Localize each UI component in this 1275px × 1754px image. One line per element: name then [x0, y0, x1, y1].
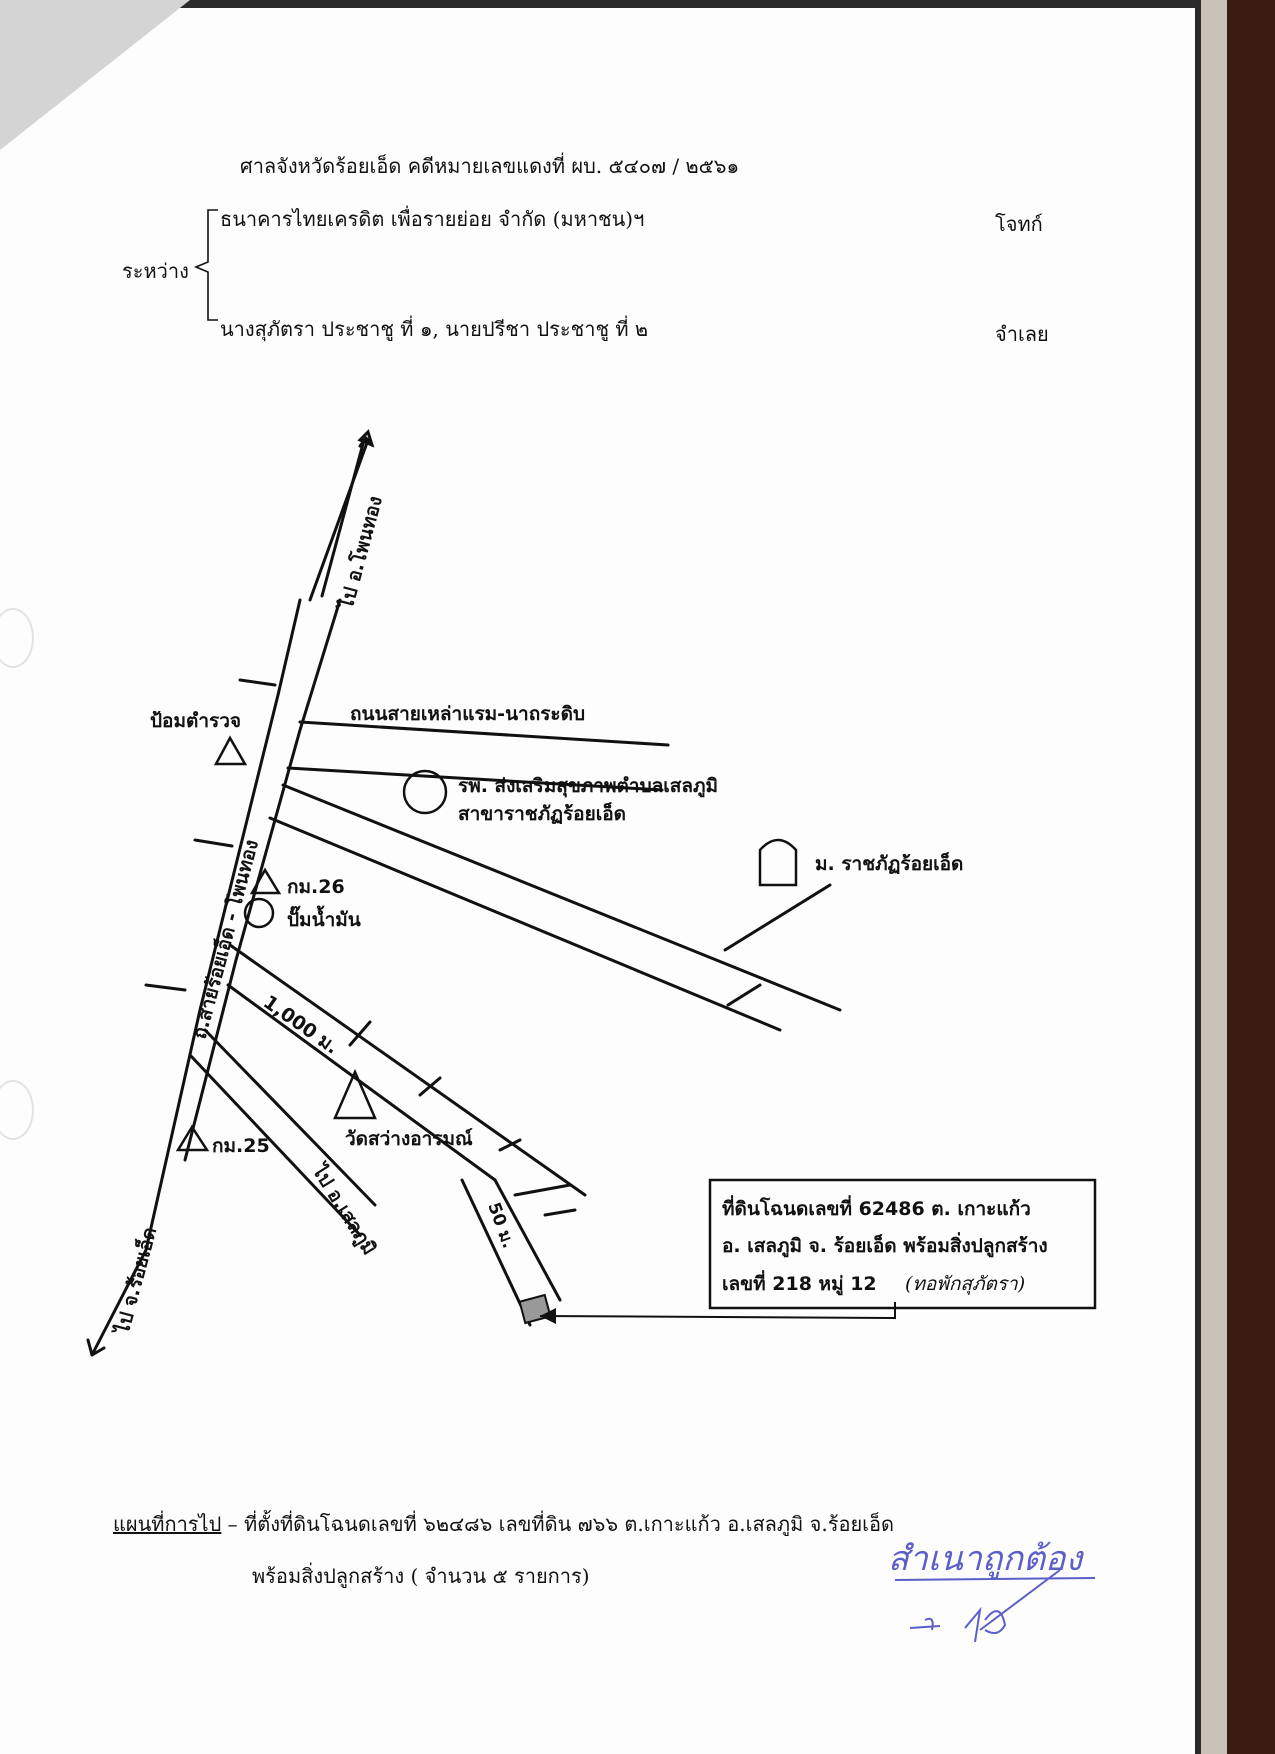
- south-road-label: ไป จ.ร้อยเอ็ด: [109, 1224, 161, 1338]
- university-branch-south: [726, 983, 762, 1007]
- temple-icon: [333, 1068, 377, 1120]
- short-distance-label: 50 ม.: [483, 1200, 518, 1251]
- south-arrow-head: [86, 1338, 106, 1357]
- between-label: ระหว่าง: [122, 259, 189, 283]
- north-road-east: [320, 438, 366, 598]
- main-road-label: ถ.สายร้อยเอ็ด - โพนทอง: [187, 837, 263, 1041]
- road-tick: [144, 983, 187, 992]
- university-road-north: [281, 783, 842, 1012]
- selaphum-road: [203, 1028, 377, 1207]
- gas-station-icon: [243, 897, 275, 929]
- certified-stamp-text: สำเนาถูกต้อง: [888, 1539, 1084, 1579]
- hospital-label-1: รพ. ส่งเสริมสุขภาพตำบลเสลภูมิ: [458, 775, 718, 798]
- road-tick: [238, 678, 277, 687]
- main-road-east-edge: [183, 598, 342, 1162]
- location-map: ไป อ.โพนทอง ไป จ.ร้อยเอ็ด ถ.สายร้อยเอ็ด …: [86, 209, 1097, 1357]
- certified-copy-stamp: สำเนาถูกต้อง: [888, 1539, 1096, 1643]
- buildings-text: พร้อมสิ่งปลูกสร้าง ( จำนวน ๕ รายการ): [252, 1564, 590, 1588]
- defendant-name: นางสุภัตรา ประชาชู ที่ ๑, นายปรีชา ประชา…: [220, 317, 649, 341]
- selaphum-road-2: [188, 1053, 362, 1237]
- property-callout-box: [708, 1178, 1097, 1310]
- km26-label: กม.26: [287, 876, 345, 898]
- road-tick: [513, 1183, 572, 1197]
- road-tick: [418, 1076, 442, 1097]
- east-road-south-edge: [286, 766, 664, 792]
- scan-edge: [0, 0, 1275, 8]
- map-caption: แผนที่การไป – ที่ตั้งที่ดินโฉนดเลขที่ ๖๒…: [113, 1508, 894, 1540]
- side-road-south: [226, 983, 497, 1182]
- folded-corner: [0, 0, 190, 150]
- university-label: ม. ราชภัฏร้อยเอ็ด: [815, 851, 963, 875]
- scan-border: [1227, 0, 1275, 1754]
- side-road-north: [228, 943, 587, 1197]
- university-branch-north: [723, 883, 832, 952]
- road-tick: [498, 1138, 522, 1152]
- scan-border: [1195, 0, 1201, 1754]
- temple-label: วัดสว่างอารมณ์: [345, 1128, 473, 1150]
- distance-label: 1,000 ม.: [259, 991, 342, 1059]
- callout-leader: [539, 1302, 896, 1320]
- signature-icon: [909, 1569, 1061, 1643]
- km26-icon: [249, 867, 282, 895]
- north-arrow-head: [357, 429, 375, 448]
- location-text: – ที่ตั้งที่ดินโฉนดเลขที่ ๖๒๔๘๖ เลขที่ดิ…: [221, 1512, 895, 1536]
- main-road-west-edge: [144, 598, 302, 1252]
- plaintiff-name: ธนาคารไทยเครดิต เพื่อรายย่อย จำกัด (มหาช…: [220, 207, 645, 231]
- defendant-role: จำเลย: [995, 322, 1049, 346]
- university-icon: [758, 838, 798, 887]
- road-tick: [348, 1020, 372, 1047]
- hospital-label-2: สาขาราชภัฏร้อยเอ็ด: [458, 801, 626, 825]
- gas-station-label: ปั๊มน้ำมัน: [287, 905, 361, 931]
- road-tick: [543, 1208, 577, 1217]
- callout-line-1: ที่ดินโฉนดเลขที่ 62486 ต. เกาะแก้ว: [722, 1195, 1031, 1220]
- east-road-north-edge: [298, 720, 670, 747]
- south-road: [91, 1248, 148, 1355]
- east-road-label: ถนนสายเหล่าแรม-นาถระดิบ: [350, 703, 585, 725]
- soi-east: [493, 1178, 562, 1302]
- police-label: ป้อมตำรวจ: [150, 710, 241, 732]
- punch-hole: [0, 608, 34, 668]
- km25-icon: [175, 1124, 210, 1152]
- document-page: [0, 0, 1195, 1754]
- map-title: แผนที่การไป: [113, 1512, 222, 1536]
- police-icon: [213, 735, 248, 766]
- plaintiff-role: โจทก์: [995, 212, 1043, 236]
- scan-border: [1201, 0, 1227, 1754]
- road-tick: [193, 838, 234, 848]
- callout-arrow-icon: [540, 1308, 556, 1324]
- callout-line-3: เลขที่ 218 หมู่ 12: [722, 1270, 877, 1296]
- callout-line-2: อ. เสลภูมิ จ. ร้อยเอ็ด พร้อมสิ่งปลูกสร้า…: [722, 1232, 1048, 1258]
- punch-hole: [0, 1080, 34, 1140]
- university-road-south: [268, 816, 782, 1032]
- hospital-icon: [402, 769, 448, 815]
- km25-label: กม.25: [212, 1135, 270, 1157]
- soi-west: [460, 1178, 532, 1327]
- callout-handwritten-note: (ทอพักสุภัตรา): [905, 1273, 1025, 1295]
- party-bracket: [193, 209, 218, 321]
- court-case-line: ศาลจังหวัดร้อยเอ็ด คดีหมายเลขแดงที่ ผบ. …: [240, 154, 740, 178]
